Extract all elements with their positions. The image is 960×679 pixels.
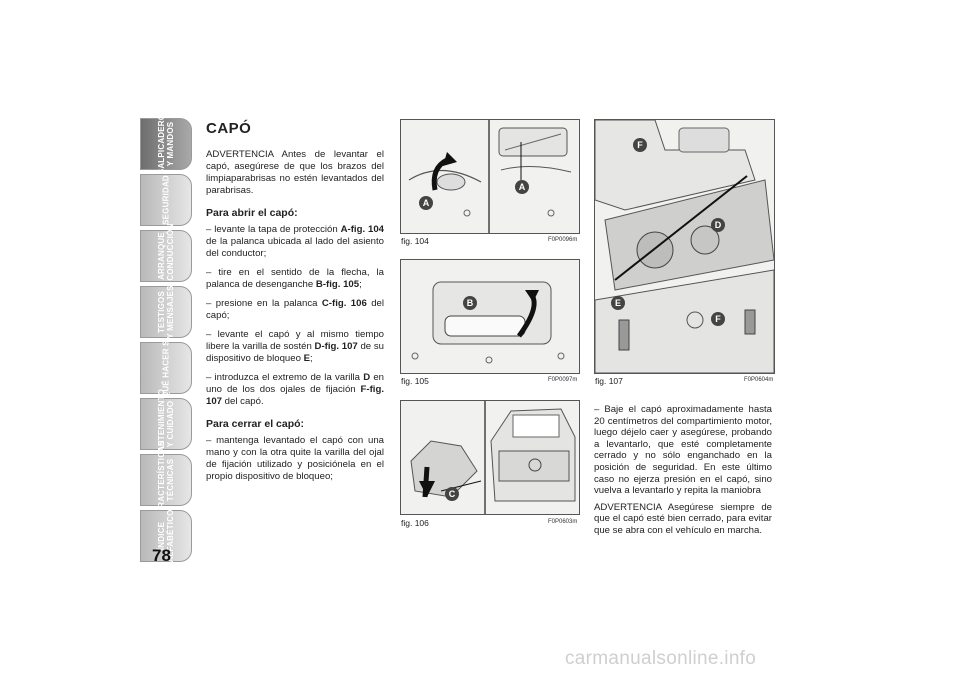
open-step-4: – levante el capó y al mismo tiempo libe… bbox=[206, 329, 384, 364]
text-column-1: CAPÓ ADVERTENCIA Antes de levantar el ca… bbox=[206, 120, 384, 490]
callout-f-bottom: F bbox=[711, 312, 725, 326]
close-text: – mantenga levantado el capó con una man… bbox=[206, 435, 384, 482]
figure-106-code: F0P0603m bbox=[548, 519, 578, 525]
figure-106-caption: fig. 106 bbox=[401, 518, 429, 528]
figure-105-code: F0P0097m bbox=[548, 377, 578, 383]
tab-salpicadero[interactable]: SALPICADERO Y MANDOS bbox=[140, 114, 192, 174]
warning-text: ADVERTENCIA Antes de levantar el capó, a… bbox=[206, 149, 384, 196]
callout-e: E bbox=[611, 296, 625, 310]
tab-testigos[interactable]: TESTIGOS Y MENSAJES bbox=[140, 285, 192, 339]
section-title: CAPÓ bbox=[206, 120, 252, 137]
lower-hood-text: – Baje el capó aproximadamente hasta 20 … bbox=[594, 404, 772, 497]
callout-b: B bbox=[463, 296, 477, 310]
tab-indice[interactable]: ÍNDICE ALFABÉTICO bbox=[140, 509, 192, 563]
open-step-1: – levante la tapa de protección A-fig. 1… bbox=[206, 224, 385, 259]
figure-105: B bbox=[400, 259, 580, 374]
figure-104-code: F0P0096m bbox=[548, 237, 578, 243]
watermark: carmanualsonline.info bbox=[565, 648, 757, 669]
tab-caracteristicas[interactable]: CARACTERÍSTICAS TÉCNICAS bbox=[140, 440, 192, 520]
tab-que-hacer-si[interactable]: QUÉ HACER SI bbox=[140, 338, 192, 398]
close-heading: Para cerrar el capó: bbox=[206, 418, 305, 430]
tab-arranque[interactable]: ARRANQUE Y CONDUCCIÓN bbox=[140, 224, 192, 288]
tab-mantenimiento[interactable]: MANTENIMIENTO Y CUIDADO bbox=[140, 389, 192, 459]
open-heading: Para abrir el capó: bbox=[206, 207, 298, 219]
figure-107-code: F0P0604m bbox=[744, 377, 774, 383]
tab-seguridad[interactable]: SEGURIDAD bbox=[140, 174, 192, 226]
callout-a-right: A bbox=[515, 180, 529, 194]
callout-f-top: F bbox=[633, 138, 647, 152]
open-step-3: – presione en la palanca C-fig. 106 del … bbox=[206, 298, 384, 321]
figure-104-caption: fig. 104 bbox=[401, 236, 429, 246]
text-column-3: – Baje el capó aproximadamente hasta 20 … bbox=[594, 404, 772, 542]
figure-107: F D E F bbox=[594, 119, 775, 374]
figure-104: A A bbox=[400, 119, 580, 234]
open-step-5: – introduzca el extremo de la varilla D … bbox=[206, 372, 384, 407]
chapter-tabs: SALPICADERO Y MANDOS SEGURIDAD ARRANQUE … bbox=[140, 114, 192, 566]
callout-d: D bbox=[711, 218, 725, 232]
figure-105-caption: fig. 105 bbox=[401, 376, 429, 386]
page-number: 78 bbox=[152, 546, 171, 565]
callout-a-left: A bbox=[419, 196, 433, 210]
figure-107-caption: fig. 107 bbox=[595, 376, 623, 386]
callout-c: C bbox=[445, 487, 459, 501]
open-step-2: – tire en el sentido de la flecha, la pa… bbox=[206, 267, 384, 290]
figure-106: C bbox=[400, 400, 580, 515]
warning-closed-text: ADVERTENCIA Asegúrese siempre de que el … bbox=[594, 501, 772, 536]
